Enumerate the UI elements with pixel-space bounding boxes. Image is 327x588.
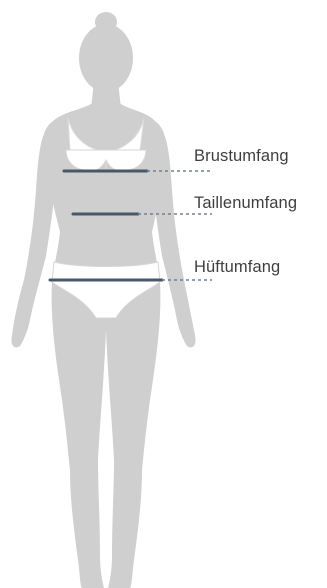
waist-label: Taillenumfang <box>194 195 297 212</box>
hip-label: Hüftumfang <box>194 259 280 276</box>
chest-label: Brustumfang <box>194 148 289 165</box>
